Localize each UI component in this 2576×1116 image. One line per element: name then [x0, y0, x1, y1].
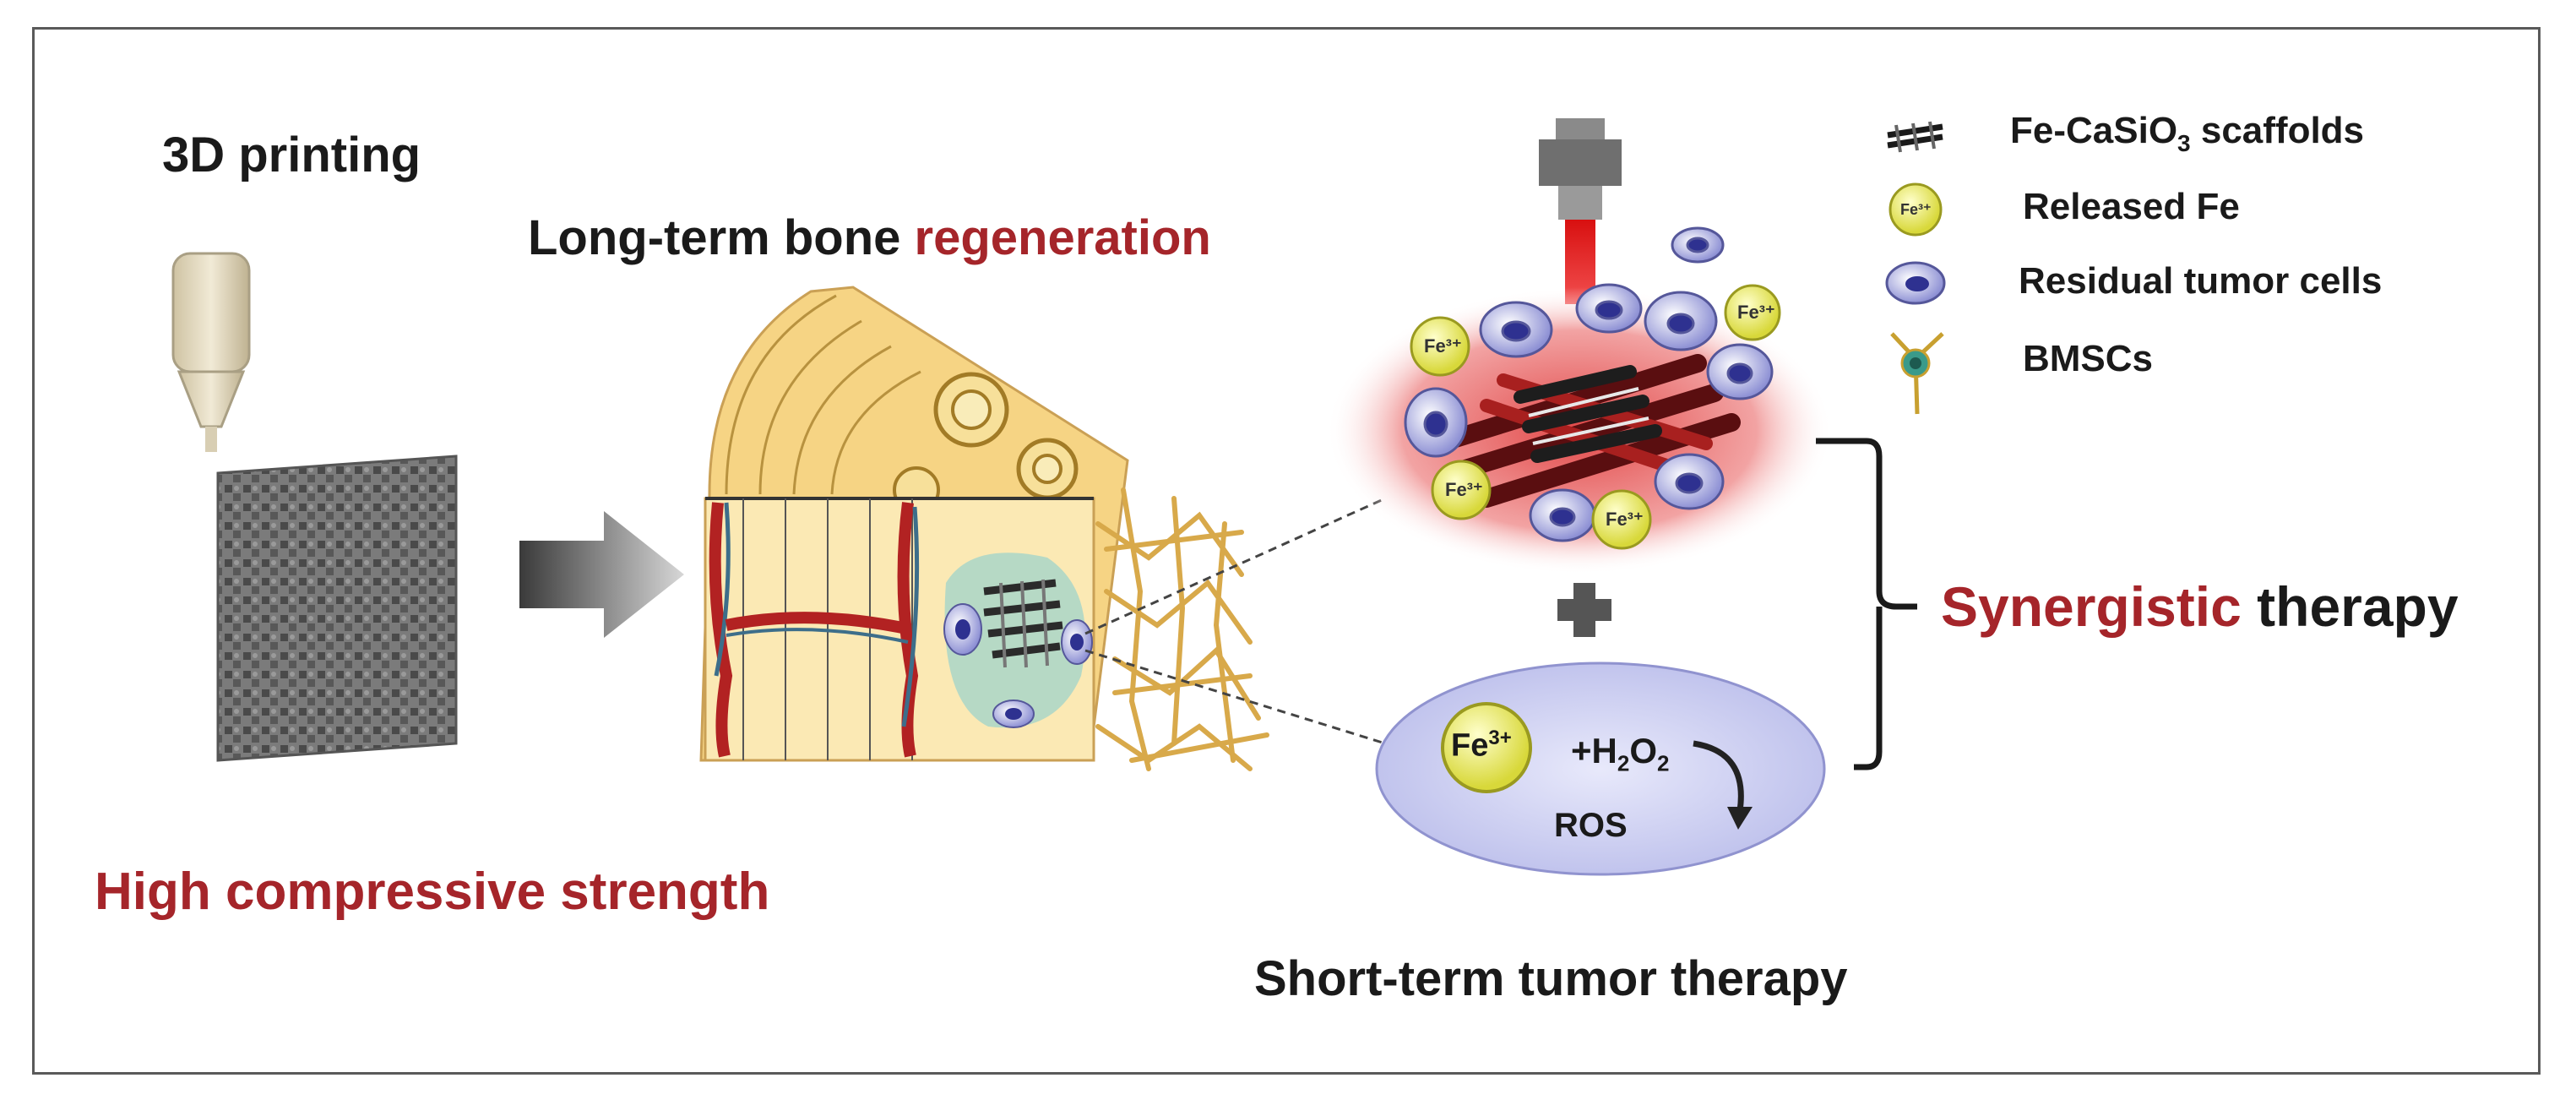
bone-regeneration-highlight: regeneration [914, 210, 1211, 265]
tumor-site-illustration: Fe³⁺ Fe³⁺ Fe³⁺ Fe³⁺ [1326, 226, 1833, 574]
fe-ion-charge: 3+ [1488, 727, 1512, 749]
synergistic-therapy-label: Synergistic therapy [1941, 574, 2459, 639]
laser-icon [1539, 118, 1622, 304]
legend-scaffold-tail: scaffolds [2190, 110, 2365, 151]
compressive-strength-label: High compressive strength [95, 863, 770, 921]
h2o2-sub1: 2 [1617, 750, 1630, 776]
h2o2-o: O [1629, 731, 1657, 770]
printing-label: 3D printing [162, 128, 421, 182]
legend-bmsc-label: BMSCs [2023, 338, 2154, 379]
printed-scaffold-block [216, 455, 458, 762]
bone-regeneration-prefix: Long-term bone [528, 210, 915, 265]
ros-reaction-ellipse [1375, 661, 1826, 876]
legend-tumor-label: Residual tumor cells [2019, 260, 2383, 302]
legend-bmsc-icon [1890, 332, 1944, 415]
svg-text:Fe³⁺: Fe³⁺ [1606, 509, 1644, 530]
legend-fe-label: Released Fe [2023, 186, 2240, 227]
svg-text:Fe³⁺: Fe³⁺ [1445, 479, 1483, 500]
process-arrow-icon [519, 511, 684, 638]
plus-icon [1557, 583, 1611, 637]
svg-text:Fe³⁺: Fe³⁺ [1900, 201, 1932, 218]
zoom-line-upper [1084, 497, 1386, 635]
svg-text:Fe³⁺: Fe³⁺ [1424, 335, 1462, 357]
legend-scaffold-sub: 3 [2177, 129, 2191, 156]
legend-scaffold-main: Fe-CaSiO [2010, 110, 2178, 151]
collagen-fibers [1095, 487, 1269, 771]
bone-regeneration-title: Long-term bone regeneration [528, 210, 1211, 266]
short-term-therapy-label: Short-term tumor therapy [1254, 951, 1848, 1006]
legend-scaffold-icon [1887, 121, 1943, 153]
synergistic-suffix: therapy [2241, 575, 2459, 638]
h2o2-label: +H2O2 [1571, 731, 1669, 776]
synergy-bracket [1816, 438, 1917, 770]
legend-tumor-icon [1885, 261, 1946, 305]
synergistic-highlight: Synergistic [1941, 575, 2242, 638]
fe-ion-symbol: Fe [1451, 727, 1489, 764]
svg-text:Fe³⁺: Fe³⁺ [1737, 302, 1775, 323]
h2o2-h: +H [1571, 731, 1617, 770]
legend-scaffold-label: Fe-CaSiO3 scaffolds [2010, 110, 2364, 157]
h2o2-sub2: 2 [1657, 750, 1670, 776]
fe-ion-label: Fe3+ [1451, 727, 1512, 765]
ros-label: ROS [1554, 807, 1628, 844]
printer-nozzle-icon [171, 252, 251, 452]
bone-section-illustration [699, 286, 1129, 762]
legend-fe-icon: Fe³⁺ [1889, 182, 1943, 237]
zoom-line-lower [1084, 649, 1386, 745]
